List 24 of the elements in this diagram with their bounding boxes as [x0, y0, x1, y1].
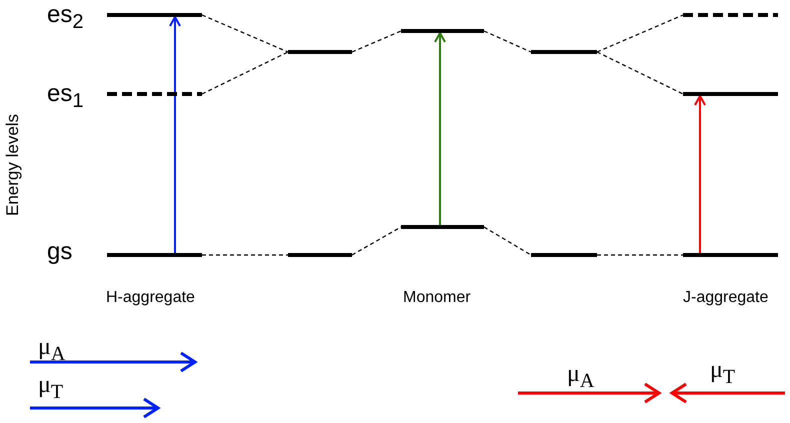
vector-label: μ$_{T}$	[38, 373, 64, 402]
column-label: Monomer	[403, 290, 471, 306]
axis-label: Energy levels	[4, 114, 21, 216]
column-label: H-aggregate	[106, 290, 195, 306]
transition-arrow	[434, 32, 446, 225]
correlation-line	[596, 51, 684, 95]
correlation-line	[202, 254, 288, 256]
vector-label: μ$_{A}$	[567, 362, 594, 391]
correlation-line	[484, 30, 532, 53]
transition-arrow	[694, 95, 706, 253]
level-label: es$_{2}$	[47, 3, 84, 32]
vector-label: μ$_{T}$	[710, 358, 736, 387]
correlation-line	[597, 254, 683, 256]
correlation-line	[484, 226, 532, 256]
level-label: gs	[47, 240, 72, 264]
level-label: es$_{1}$	[47, 82, 84, 111]
column-label: J-aggregate	[683, 290, 768, 306]
vector-label: μ$_{A}$	[38, 335, 66, 364]
correlation-line	[202, 51, 288, 95]
correlation-line	[596, 14, 684, 53]
correlation-line	[352, 30, 402, 53]
correlation-line	[202, 14, 288, 53]
transition-arrow	[169, 16, 181, 253]
correlation-line	[352, 226, 402, 256]
